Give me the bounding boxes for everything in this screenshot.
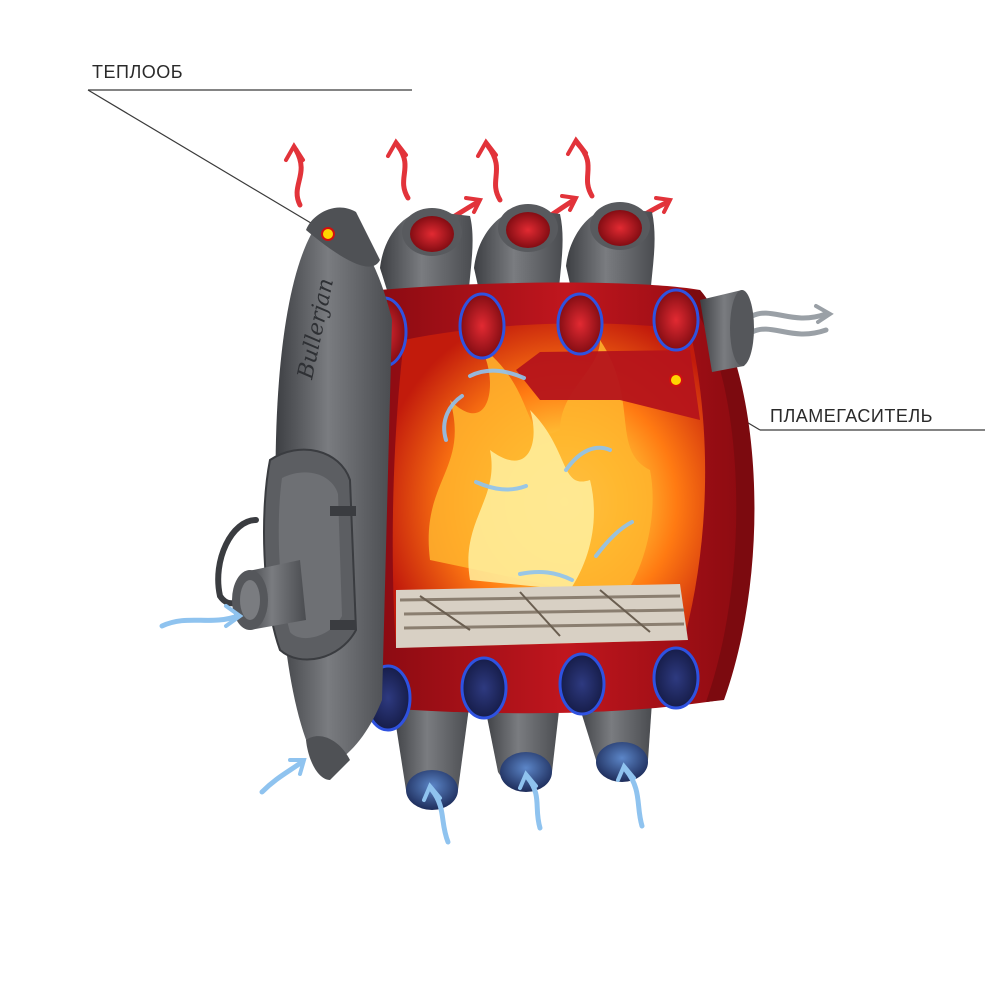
air-intake-tube [232, 560, 306, 630]
callout-heat-exchanger-leader [87, 89, 412, 233]
hot-tube-opening [410, 216, 454, 252]
cold-air-arrow-icon [259, 758, 307, 795]
heat-exchanger-label: ТЕПЛООБ [92, 62, 184, 82]
hot-air-arrow-icon [476, 138, 503, 203]
bottom-tubes [392, 700, 652, 810]
flame-arrester-label: ПЛАМЕГАСИТЕЛЬ [770, 406, 933, 426]
cold-air-arrow-icon [422, 782, 451, 845]
cold-air-arrow-icon [616, 762, 645, 829]
flame-arrester-plate [516, 350, 700, 420]
inner-airflow-arrows [442, 368, 634, 582]
hot-air-arrow-icon [566, 136, 595, 199]
smoke-outlet-arrow-icon [749, 304, 834, 337]
cold-air-arrow-icon [518, 770, 543, 831]
hot-air-arrow-icon [284, 142, 305, 208]
hot-tube-opening [598, 210, 642, 246]
callout-marker-icon [321, 227, 335, 241]
firewood [396, 584, 688, 648]
top-tubes [380, 202, 655, 306]
hot-air-arrow-icon [386, 138, 411, 201]
cold-air-arrow-icon [159, 604, 244, 629]
stove-door [215, 448, 358, 661]
callout-marker-icon [669, 373, 683, 387]
hot-tube-opening [506, 212, 550, 248]
cold-air-arrows [159, 604, 645, 845]
fire-chamber [392, 323, 706, 648]
cold-tube-inlet [596, 742, 648, 782]
